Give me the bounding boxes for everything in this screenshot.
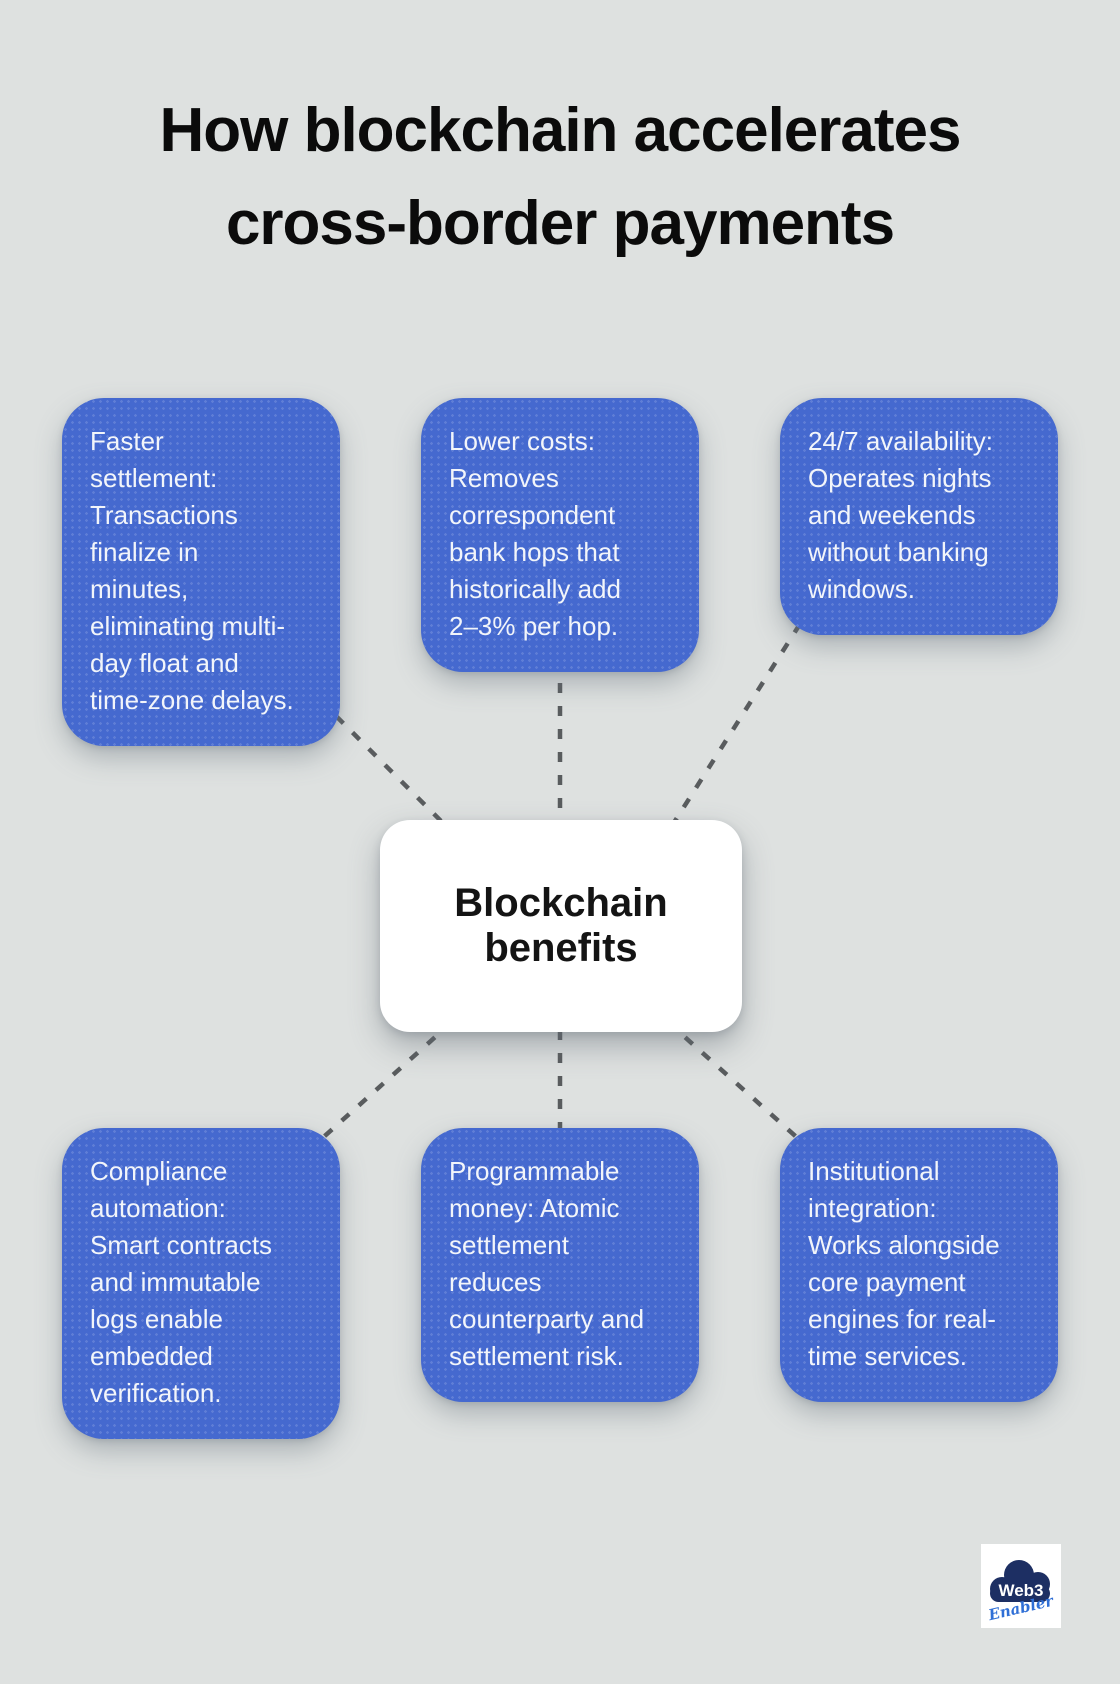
connector-line-bottom-left (316, 1020, 454, 1144)
cloud-icon (990, 1560, 1050, 1602)
connector-line-top-right (666, 622, 802, 834)
benefit-card-text: 24/7 availability: Operates nights and w… (808, 426, 993, 604)
benefit-card-text: Programmable money: Atomic settlement re… (449, 1156, 645, 1371)
center-node: Blockchain benefits (380, 820, 742, 1032)
benefit-card-text: Lower costs: Removes correspondent bank … (449, 426, 621, 641)
benefit-card-institutional-integration: Institutional integration: Works alongsi… (780, 1128, 1058, 1402)
benefit-card-text: Faster settlement: Transactions finalize… (90, 426, 294, 715)
connector-line-bottom-right (666, 1020, 804, 1144)
web3-enabler-logo: Web3 Enabler (981, 1544, 1061, 1628)
benefit-card-faster-settlement: Faster settlement: Transactions finalize… (62, 398, 340, 746)
benefit-card-text: Institutional integration: Works alongsi… (808, 1156, 1000, 1371)
benefit-card-programmable-money: Programmable money: Atomic settlement re… (421, 1128, 699, 1402)
center-node-label: Blockchain benefits (454, 881, 668, 970)
benefit-card-text: Compliance automation: Smart contracts a… (90, 1156, 273, 1408)
benefit-card-compliance-automation: Compliance automation: Smart contracts a… (62, 1128, 340, 1439)
benefit-card-lower-costs: Lower costs: Removes correspondent bank … (421, 398, 699, 672)
page-title: How blockchain accelerates cross-border … (159, 96, 961, 258)
benefit-card-availability: 24/7 availability: Operates nights and w… (780, 398, 1058, 635)
logo-text-web3: Web3 (998, 1581, 1043, 1600)
connector-line-top-left (318, 698, 454, 834)
